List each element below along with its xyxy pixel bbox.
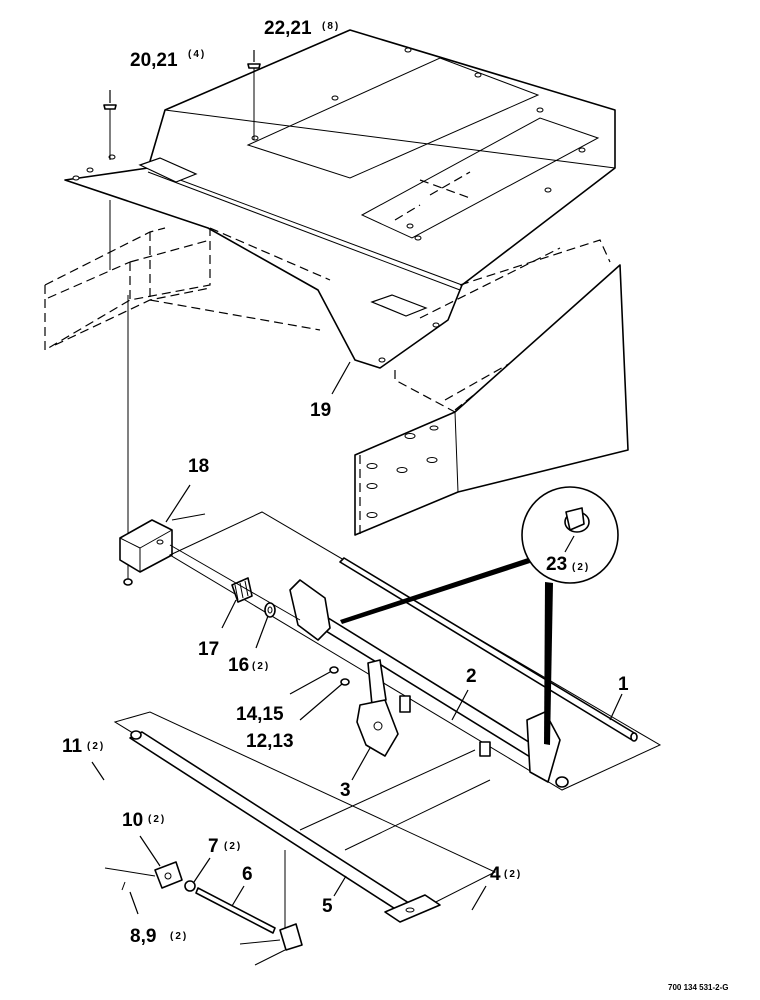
callout-label: 6 [242, 864, 253, 885]
callout-label: 22,21 [264, 18, 312, 39]
clevis-part-10 [154, 861, 183, 889]
callout-label: 8,9 [130, 926, 156, 947]
callout-8-9: 8,9 (2) [130, 926, 188, 947]
callout-label: 1 [618, 674, 629, 695]
cover-plate-part-19 [64, 29, 616, 369]
callout-label: 14,15 [236, 704, 284, 725]
callout-23: 23 (2) [546, 554, 590, 575]
callout-qty: (8) [322, 21, 340, 32]
callout-7: 7 (2) [208, 836, 242, 857]
callout-qty: (2) [252, 661, 270, 672]
nut-part-7 [184, 880, 196, 892]
leader-lines [91, 50, 623, 915]
callout-label: 18 [188, 456, 209, 477]
bolt-part-20 [103, 104, 117, 160]
callout-22-21: 22,21 (8) [264, 18, 340, 39]
svg-text:20,21: 20,21 [130, 50, 178, 71]
callout-label: 2 [466, 666, 477, 687]
callout-qty: (4) [188, 49, 206, 60]
callout-qty: (2) [504, 869, 522, 880]
bracket-part-18 [119, 513, 206, 586]
frame-beam [354, 264, 629, 536]
callout-17: 17 [198, 639, 219, 660]
detail-bubble-part-23 [340, 486, 619, 745]
callout-20-21: 20,21 (4) [130, 49, 206, 71]
callout-11: 11 (2) [62, 736, 105, 757]
callout-19: 19 [310, 400, 331, 421]
callout-label: 19 [310, 400, 331, 421]
callout-16: 16 (2) [228, 655, 270, 676]
frame-outline [44, 227, 611, 413]
callout-qty: (2) [170, 931, 188, 942]
callout-qty: (2) [148, 814, 166, 825]
assembly-line-shaft [169, 544, 301, 621]
callout-10: 10 (2) [122, 810, 166, 831]
callout-label: 23 [546, 554, 567, 575]
callout-4: 4 (2) [490, 864, 522, 885]
callout-label: 20,21 [130, 50, 178, 71]
callout-5: 5 [322, 896, 333, 917]
callout-label: 10 [122, 810, 143, 831]
callout-label: 4 [490, 864, 501, 885]
rod-part-5 [129, 730, 413, 913]
callout-label: 12,13 [246, 731, 294, 752]
rod-part-1 [339, 557, 638, 742]
callout-label: 3 [340, 780, 351, 801]
callout-qty: (2) [224, 841, 242, 852]
assembly-panel-outline [168, 511, 662, 791]
callout-14-15: 14,15 [236, 704, 284, 725]
callout-label: 17 [198, 639, 219, 660]
adjuster-rod-part-6 [195, 887, 303, 951]
callout-label: 11 [62, 736, 83, 757]
callout-12-13: 12,13 [246, 731, 294, 752]
callout-3: 3 [340, 780, 351, 801]
callout-1: 1 [618, 674, 629, 695]
fasteners-part-12-15 [329, 666, 350, 686]
callout-label: 5 [322, 896, 333, 917]
callout-qty: (2) [572, 562, 590, 573]
callout-18: 18 [188, 456, 209, 477]
callout-6: 6 [242, 864, 253, 885]
svg-text:22,21: 22,21 [264, 18, 312, 39]
shaft-part-2 [289, 579, 569, 788]
bolt-part-22 [247, 63, 261, 140]
mount-plate-part-4 [384, 894, 441, 923]
callout-label: 7 [208, 836, 219, 857]
pins-part-8-9 [104, 867, 286, 966]
cover-holes [72, 47, 586, 363]
callout-qty: (2) [87, 741, 105, 752]
washer-part-16 [264, 602, 276, 618]
drawing-number: 700 134 531-2-G [668, 983, 729, 992]
callout-label: 16 [228, 655, 249, 676]
callout-2: 2 [466, 666, 477, 687]
